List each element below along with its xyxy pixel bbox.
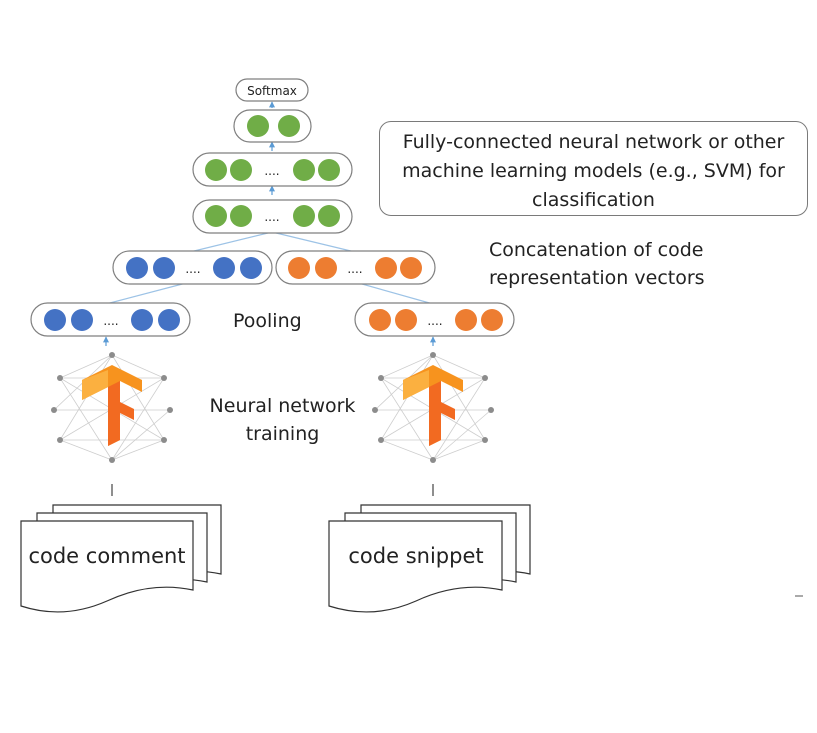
arrows [103, 101, 436, 346]
edge-pool-blue-to-concat [105, 281, 191, 305]
caption-line: representation vectors [489, 267, 705, 289]
node-green [293, 205, 315, 227]
node-blue [131, 309, 153, 331]
node-blue [153, 257, 175, 279]
node-green [205, 205, 227, 227]
document-label: code comment [28, 544, 185, 568]
node-blue [240, 257, 262, 279]
caption-line: training [245, 423, 320, 445]
node-blue [158, 309, 180, 331]
ellipsis: .... [427, 314, 442, 328]
node-blue [44, 309, 66, 331]
edge-pool-orange-to-concat [354, 281, 434, 305]
node-orange [481, 309, 503, 331]
node-green [318, 205, 340, 227]
document-stack-right: code snippet [328, 504, 531, 613]
pooling-vector-blue: .... [30, 302, 191, 337]
hidden-layer-2: .... [192, 152, 353, 187]
ellipsis: .... [185, 262, 200, 276]
callout-line: classification [532, 189, 655, 211]
training-caption: Neural network training [200, 392, 365, 448]
node-green [247, 115, 269, 137]
caption-line: Concatenation of code [489, 239, 704, 261]
callout-line: Fully-connected neural network or other [402, 131, 785, 153]
node-blue [71, 309, 93, 331]
document-stack-left: code comment [20, 504, 222, 613]
node-green [293, 159, 315, 181]
node-blue [213, 257, 235, 279]
node-orange [455, 309, 477, 331]
pooling-caption: Pooling [233, 307, 302, 335]
ellipsis: .... [347, 262, 362, 276]
output-layer [233, 109, 312, 143]
callout-line: machine learning models (e.g., SVM) for [402, 160, 785, 182]
caption-line: Neural network [209, 395, 356, 417]
document-label: code snippet [348, 544, 483, 568]
node-green [278, 115, 300, 137]
softmax-label: Softmax [247, 84, 297, 98]
node-orange [400, 257, 422, 279]
ellipsis: .... [103, 314, 118, 328]
classifier-callout: Fully-connected neural network or other … [379, 121, 808, 216]
tensorflow-icon [51, 352, 173, 463]
ellipsis: .... [264, 210, 279, 224]
edge-concat-orange-to-fc [271, 231, 356, 253]
node-orange [288, 257, 310, 279]
ellipsis: .... [264, 164, 279, 178]
node-green [230, 205, 252, 227]
tensorflow-icon [372, 352, 494, 463]
caption-line: Pooling [233, 310, 302, 332]
edge-concat-blue-to-fc [189, 231, 273, 253]
node-green [318, 159, 340, 181]
callout-text: Fully-connected neural network or other … [380, 128, 807, 215]
connector-edges [105, 231, 434, 305]
node-green [205, 159, 227, 181]
concat-vector-orange: .... [275, 250, 436, 285]
node-orange [315, 257, 337, 279]
pooling-vector-orange: .... [354, 302, 515, 337]
hidden-layer-1: .... [192, 199, 353, 234]
node-orange [375, 257, 397, 279]
concat-vector-blue: .... [112, 250, 273, 285]
node-orange [369, 309, 391, 331]
softmax-box: Softmax [235, 78, 309, 102]
node-orange [395, 309, 417, 331]
node-green [230, 159, 252, 181]
node-blue [126, 257, 148, 279]
concat-caption: Concatenation of code representation vec… [489, 236, 705, 292]
